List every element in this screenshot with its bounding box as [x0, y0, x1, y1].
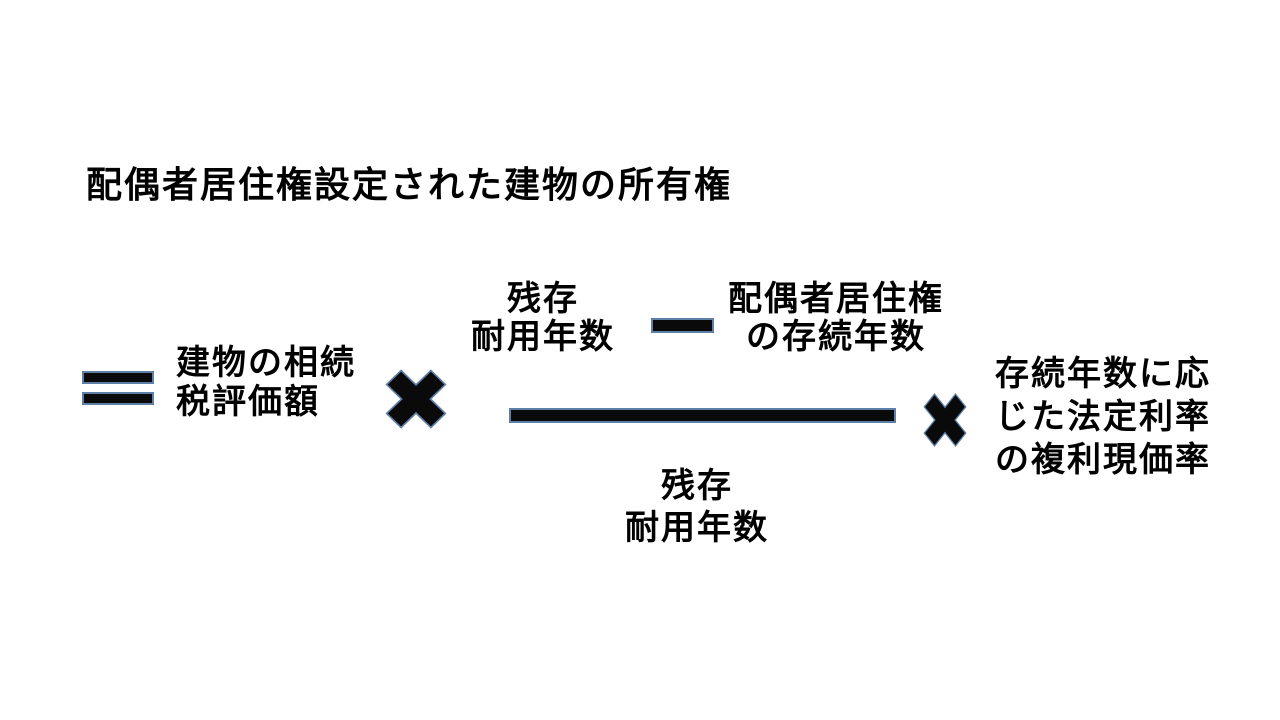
- term-rate-line2: じた法定利率: [995, 398, 1211, 436]
- equals-bar-bottom: [82, 392, 154, 405]
- numerator-right-line2: の存続年数: [746, 318, 926, 356]
- term-statutory-rate-present-value: 存続年数に応 じた法定利率 の複利現価率: [995, 353, 1211, 482]
- numerator-left-line1: 残存: [507, 280, 579, 318]
- denominator-line1: 残存: [661, 467, 733, 505]
- fraction-numerator-residence-right-years: 配偶者居住権 の存続年数: [716, 280, 956, 356]
- numerator-left-line2: 耐用年数: [471, 318, 615, 356]
- term-rate-line3: の複利現価率: [995, 441, 1211, 479]
- term-building-line2: 税評価額: [176, 383, 320, 421]
- denominator-line2: 耐用年数: [625, 509, 769, 547]
- fraction-denominator-remaining-life: 残存 耐用年数: [597, 465, 797, 549]
- minus-icon: [651, 318, 714, 333]
- equals-icon: [82, 371, 154, 405]
- multiply-icon: [382, 366, 450, 432]
- term-rate-line1: 存続年数に応: [995, 355, 1211, 393]
- term-building-line1: 建物の相続: [176, 344, 356, 382]
- multiply-icon: [921, 390, 969, 450]
- slide-title: 配偶者居住権設定された建物の所有権: [86, 164, 733, 205]
- equals-bar-top: [82, 371, 154, 384]
- term-building-tax-value: 建物の相続 税評価額: [176, 344, 356, 422]
- fraction-numerator-remaining-life: 残存 耐用年数: [443, 280, 643, 356]
- numerator-right-line1: 配偶者居住権: [728, 280, 944, 318]
- fraction-divider-bar: [509, 408, 896, 423]
